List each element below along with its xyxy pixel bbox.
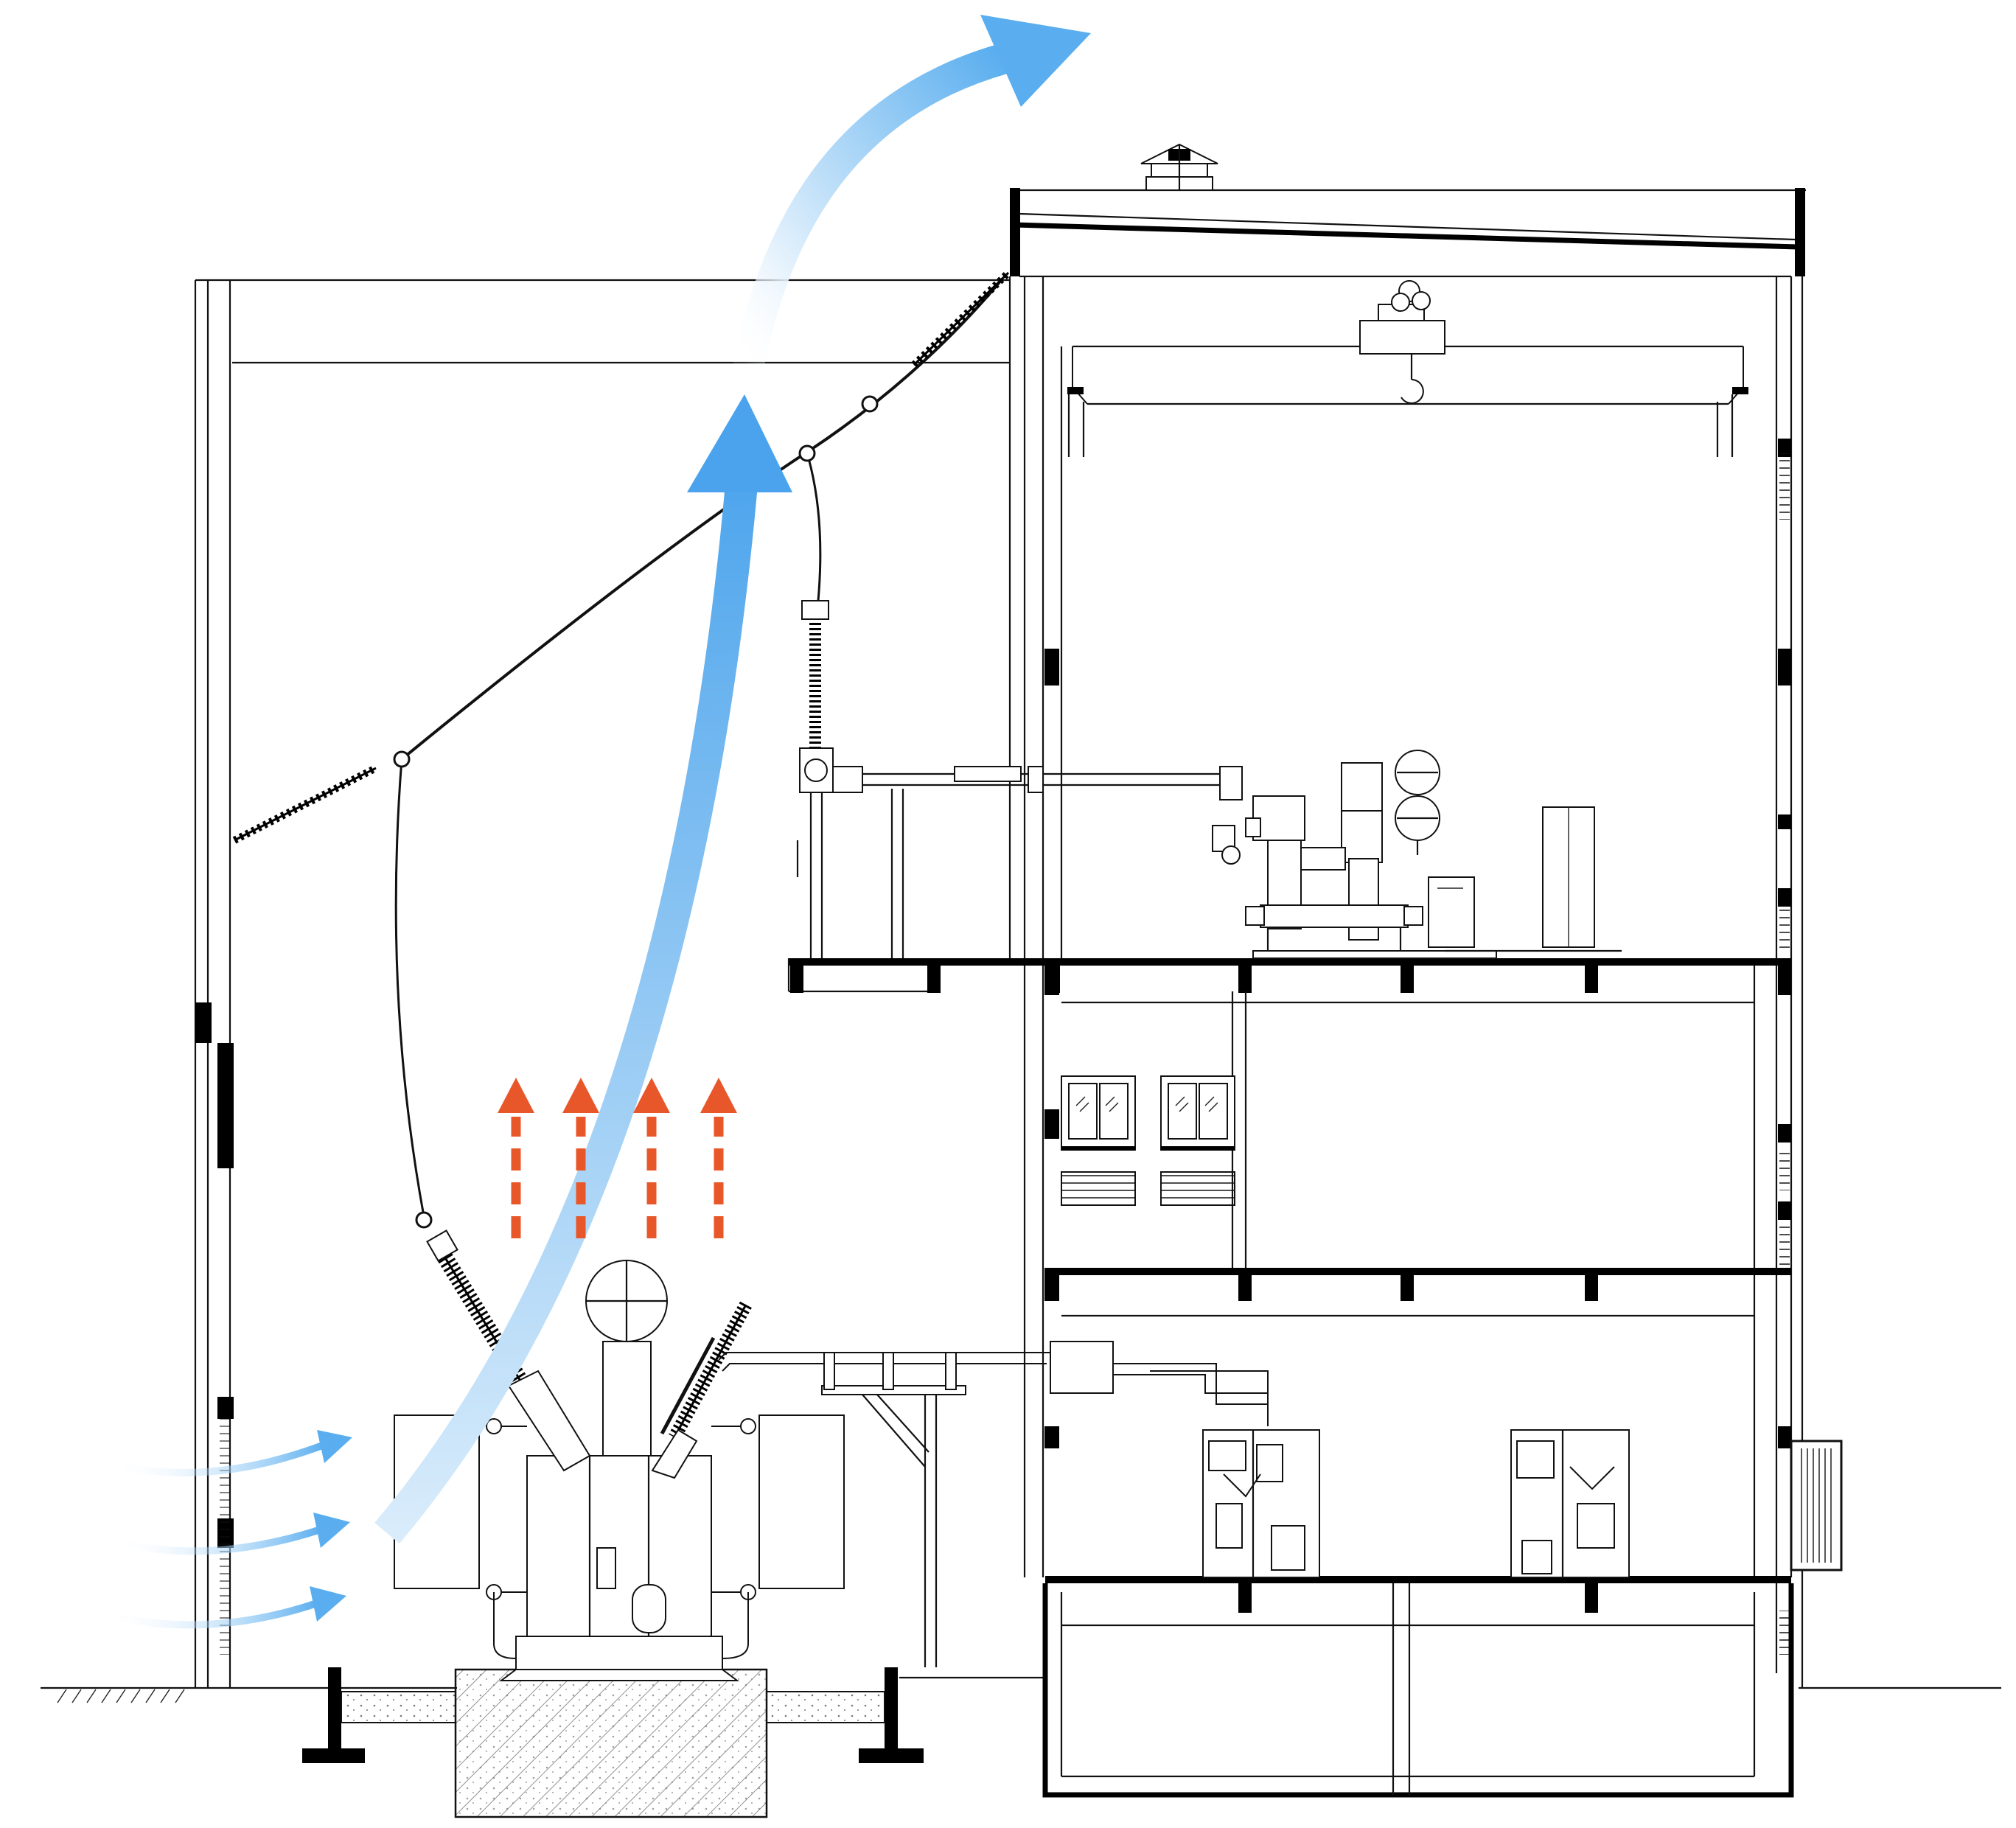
- transformer-bay-frame: [194, 279, 1010, 1688]
- window-icon: [1160, 1075, 1235, 1151]
- louver-icon: [1061, 1171, 1235, 1206]
- roof-ventilator-icon: [1140, 143, 1218, 191]
- window-icon: [1061, 1075, 1136, 1151]
- control-cabinet-icon: [1428, 806, 1622, 952]
- heat-rise-arrow: [700, 1078, 737, 1238]
- control-cabinet-icon: [1202, 1429, 1320, 1578]
- insulator-string-icon: [911, 270, 1011, 368]
- heat-rise-arrow: [562, 1078, 599, 1238]
- intake-air-arrow: [109, 1430, 352, 1476]
- concrete-foundation-icon: [454, 1668, 768, 1818]
- busduct-to-switchgear: [1113, 1363, 1269, 1426]
- intake-air-arrow: [102, 1586, 346, 1629]
- rising-air-arrow: [374, 394, 792, 1544]
- heat-rise-arrow: [498, 1078, 534, 1238]
- gis-switchgear-icon: [796, 600, 1497, 959]
- heat-rise-arrow: [633, 1078, 670, 1238]
- bridge-crane-icon: [1067, 280, 1748, 457]
- exhaust-air-arrow: [733, 15, 1091, 371]
- control-cabinet-icon: [1510, 1429, 1630, 1578]
- busbar-support: [821, 1352, 966, 1667]
- power-transformer-icon: [394, 1229, 1114, 1681]
- intake-air-arrow: [109, 1513, 350, 1555]
- ground-line: [41, 1676, 2001, 1703]
- cable-trench: [302, 1667, 924, 1763]
- insulator-string-icon: [232, 764, 378, 844]
